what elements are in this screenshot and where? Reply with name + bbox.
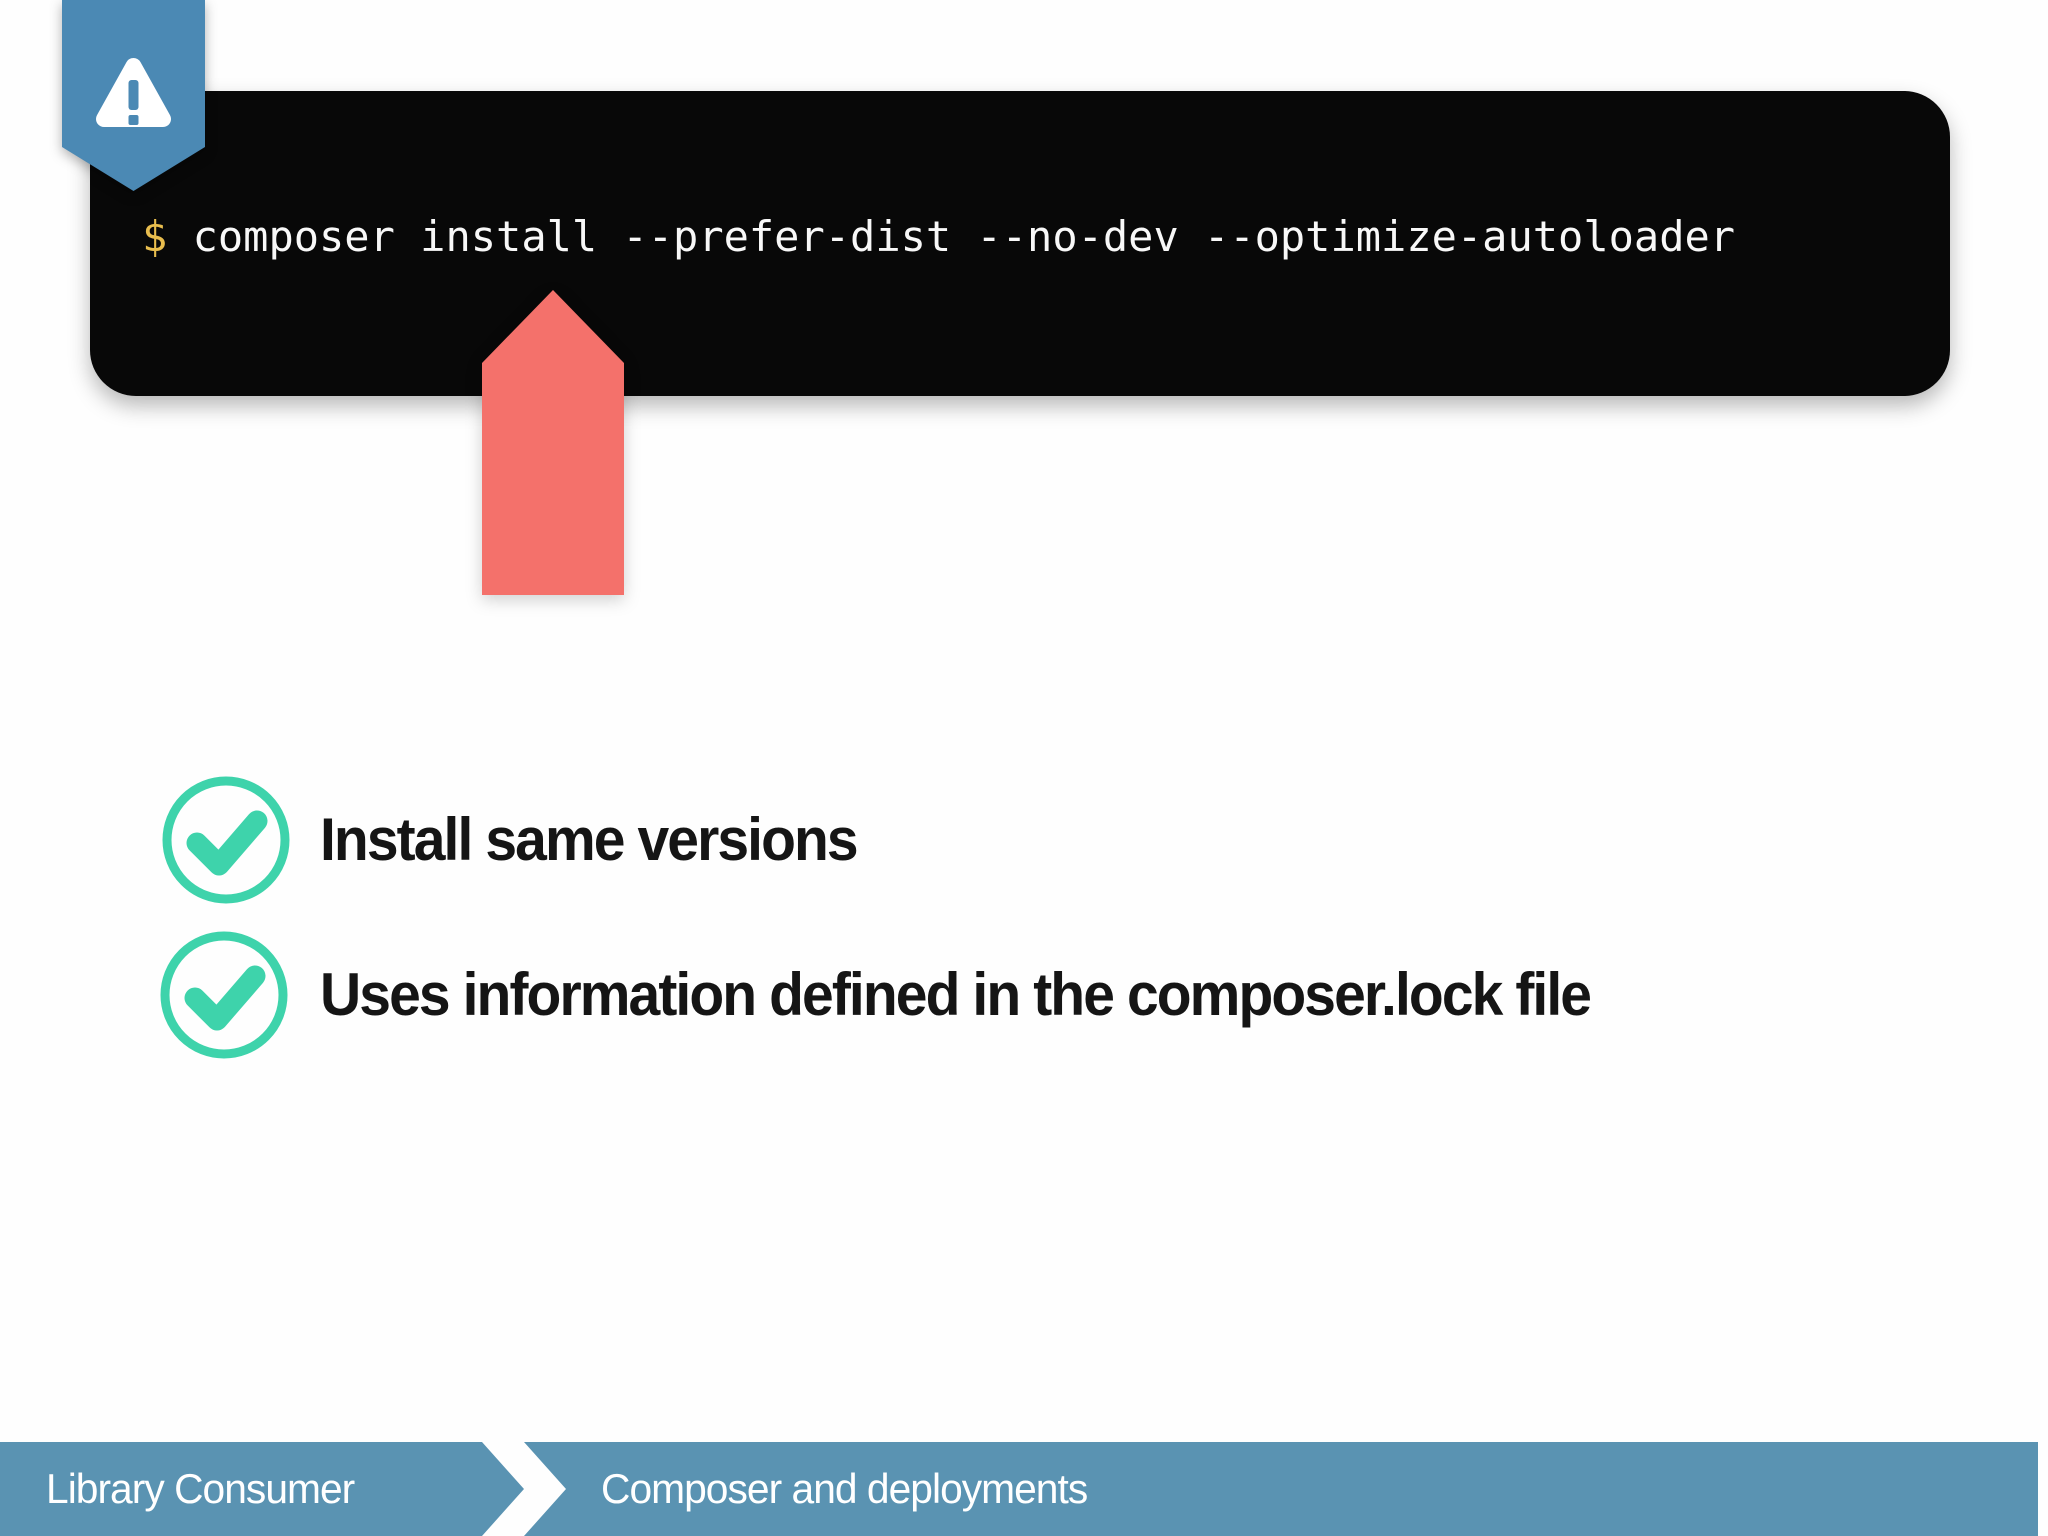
highlight-arrow-icon	[482, 290, 624, 595]
footer-section-label: Library Consumer	[46, 1465, 355, 1512]
shell-prompt: $	[142, 212, 168, 261]
chevron-right-icon	[482, 1442, 566, 1536]
check-icon	[160, 931, 288, 1059]
warning-icon	[96, 58, 171, 127]
terminal-command-line: $ composer install --prefer-dist --no-de…	[142, 211, 1735, 263]
check-icon	[162, 776, 290, 904]
command-text: composer install --prefer-dist --no-dev …	[192, 212, 1736, 261]
bullet-text: Uses information defined in the composer…	[320, 961, 1592, 1028]
terminal-panel: $ composer install --prefer-dist --no-de…	[90, 91, 1950, 396]
footer-title-label: Composer and deployments	[601, 1465, 1088, 1512]
footer-bar: Library Consumer Composer and deployment…	[0, 1442, 2038, 1536]
spacer	[167, 212, 192, 261]
warning-ribbon	[62, 0, 205, 191]
bullet-text: Install same versions	[320, 806, 859, 873]
